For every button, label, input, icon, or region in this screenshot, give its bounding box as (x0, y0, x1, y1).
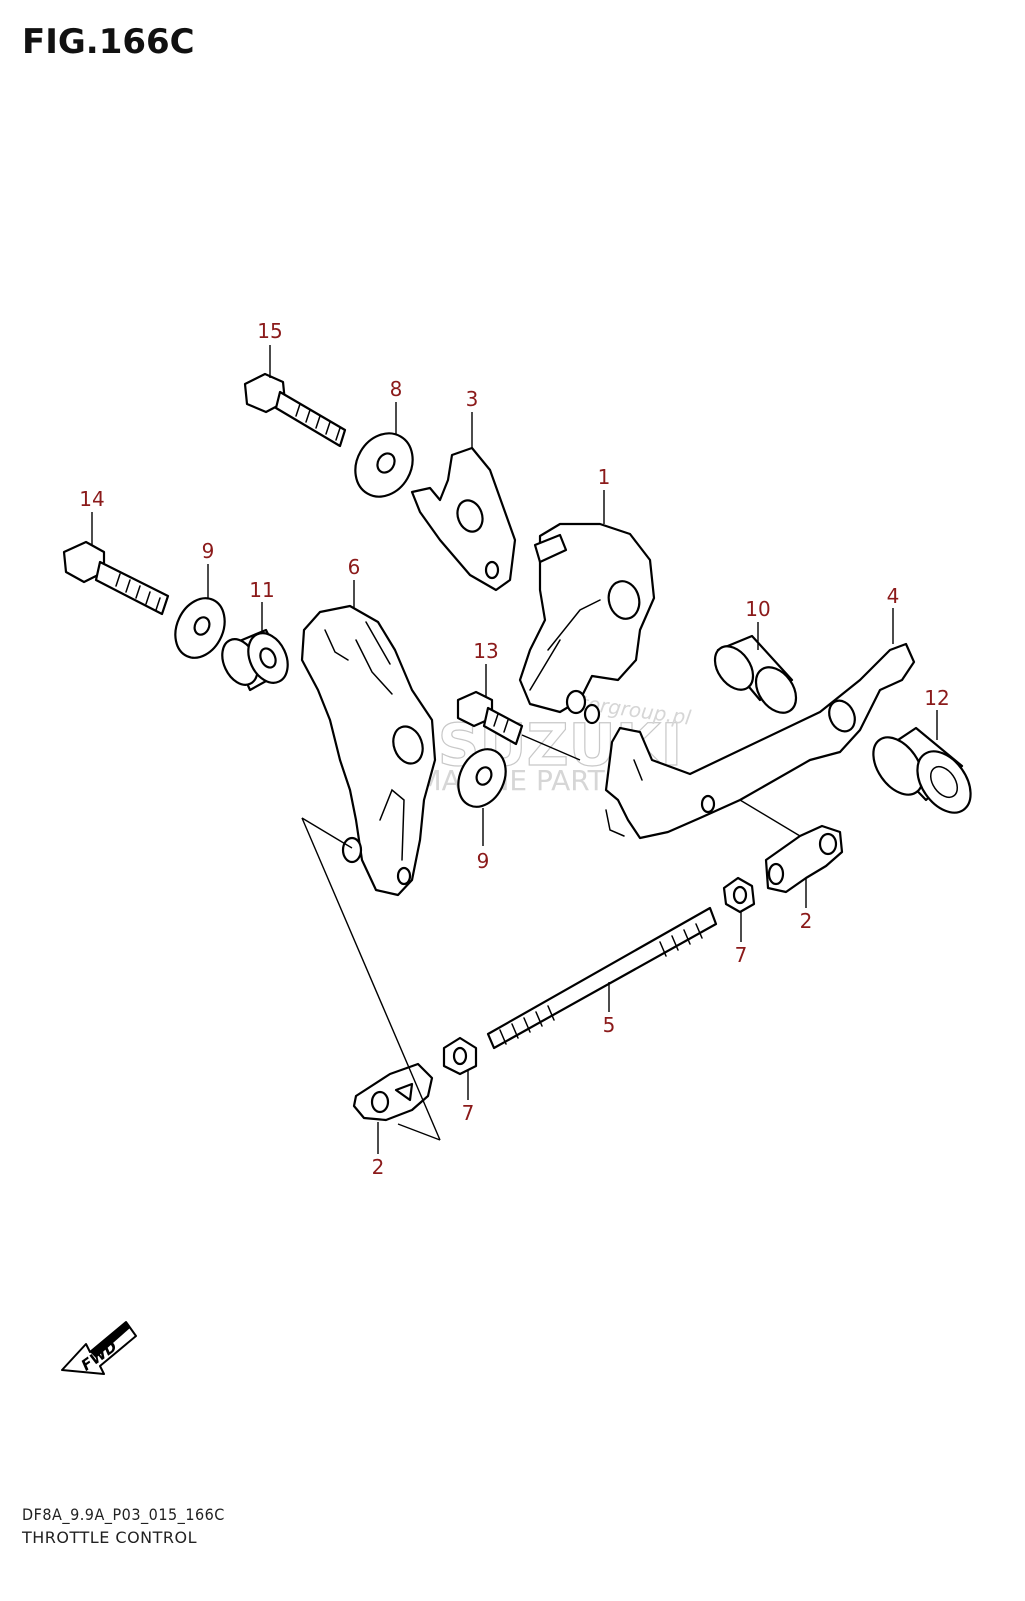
part-5-rod (486, 906, 718, 1050)
fwd-arrow-icon: FWD (61, 1321, 137, 1375)
callout-7-upper: 7 (735, 943, 748, 967)
part-7-nut-upper (722, 876, 756, 914)
callout-10: 10 (745, 597, 770, 621)
callout-2-lower: 2 (372, 1155, 385, 1179)
callout-13: 13 (473, 639, 498, 663)
part-13-bolt (456, 690, 524, 746)
part-9-washer-upper (174, 597, 226, 659)
callout-leaders (91, 345, 938, 1154)
callout-9-upper: 9 (202, 539, 215, 563)
callout-2-upper: 2 (800, 909, 813, 933)
part-2-rod-end-lower (352, 1062, 434, 1122)
part-6-lever (300, 604, 437, 897)
callout-numbers: 15 8 3 1 14 9 11 6 10 4 13 12 9 2 7 5 7 … (79, 319, 949, 1179)
callout-8: 8 (390, 377, 403, 401)
callout-5: 5 (603, 1013, 616, 1037)
watermark-line2: MARINE PARTS (417, 764, 622, 797)
part-1-cam (518, 522, 656, 725)
diagram-code: DF8A_9.9A_P03_015_166C (22, 1505, 225, 1524)
part-9-washer-lower (457, 748, 507, 808)
part-8-washer (354, 432, 414, 498)
part-12-collar (872, 726, 972, 814)
callout-1: 1 (598, 465, 611, 489)
callout-9-lower: 9 (477, 849, 490, 873)
diagram-name: THROTTLE CONTROL (22, 1528, 198, 1547)
callout-14: 14 (79, 487, 104, 511)
part-4-link (604, 642, 916, 840)
part-10-collar (713, 634, 798, 714)
callout-6: 6 (348, 555, 361, 579)
callout-3: 3 (466, 387, 479, 411)
part-15-bolt (243, 372, 347, 448)
part-11-collar (221, 628, 289, 692)
callout-4: 4 (887, 584, 900, 608)
part-3-bracket (410, 446, 517, 592)
assembly-lines (301, 734, 801, 1141)
figure-title: FIG.166C (22, 22, 195, 62)
part-7-nut-lower (442, 1036, 478, 1076)
callout-15: 15 (257, 319, 282, 343)
callout-7-lower: 7 (462, 1101, 475, 1125)
part-2-rod-end-upper (764, 824, 844, 894)
callout-11: 11 (249, 578, 274, 602)
callout-12: 12 (924, 686, 949, 710)
part-14-bolt (62, 540, 170, 616)
